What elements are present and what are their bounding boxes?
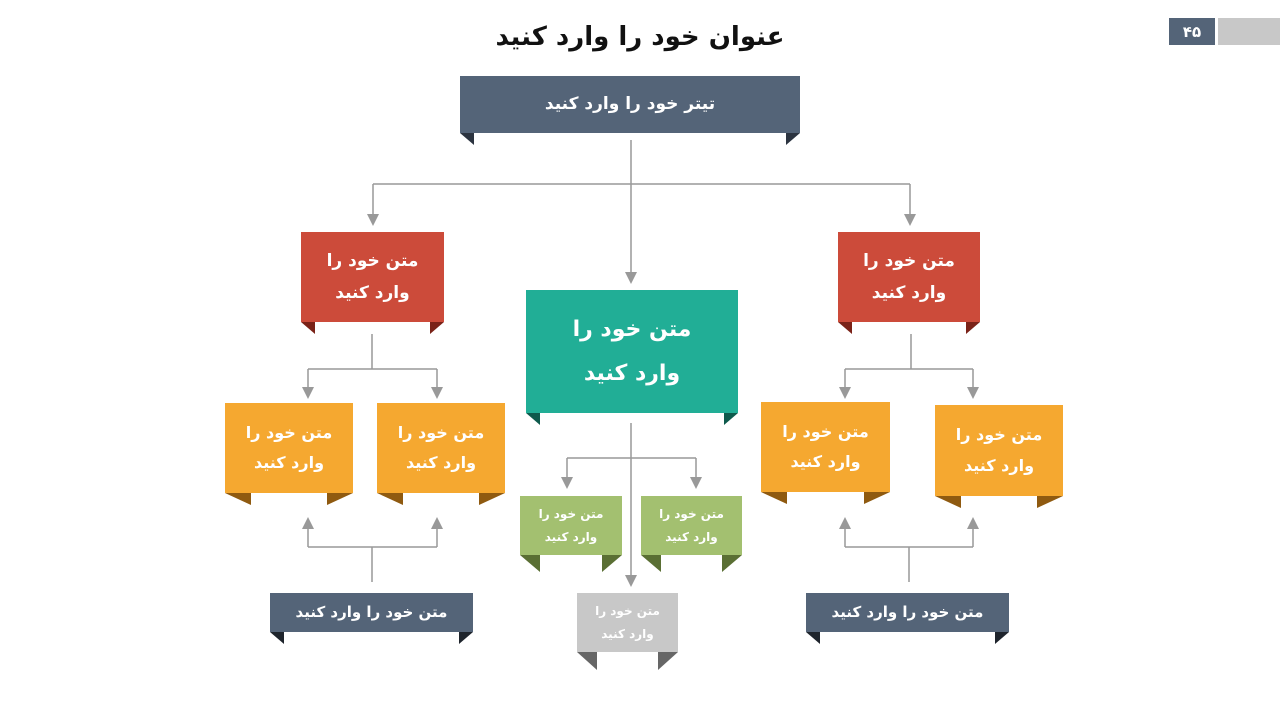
page-number: ۴۵	[1169, 18, 1215, 45]
box-text: متن خود را وارد کنید	[782, 421, 869, 471]
gray-box: متن خود را وارد کنید	[577, 593, 678, 670]
orange-box-3: متن خود را وارد کنید	[761, 402, 890, 504]
orange-box-2: متن خود را وارد کنید	[377, 403, 505, 505]
navy-box-right: متن خود را وارد کنید	[806, 593, 1009, 644]
box-text: متن خود را وارد کنید	[955, 425, 1043, 475]
box-text: متن خود را وارد کنید	[538, 506, 604, 544]
header-text: تیتر خود را وارد کنید	[544, 94, 716, 115]
box-text: متن خود را وارد کنید	[659, 506, 724, 544]
header-box: تیتر خود را وارد کنید	[460, 76, 800, 145]
green-box-2: متن خود را وارد کنید	[641, 496, 742, 572]
box-text: متن خود را وارد کنید	[572, 316, 692, 386]
slide-title: عنوان خود را وارد کنید	[495, 22, 785, 52]
box-text: متن خود را وارد کنید	[245, 422, 333, 472]
red-box-left: متن خود را وارد کنید	[301, 232, 444, 334]
orange-box-4: متن خود را وارد کنید	[935, 405, 1063, 508]
box-text: متن خود را وارد کنید	[595, 603, 660, 641]
navy-box-left: متن خود را وارد کنید	[270, 593, 473, 644]
box-text: متن خود را وارد کنید	[863, 250, 955, 303]
orange-box-1: متن خود را وارد کنید	[225, 403, 353, 505]
green-box-1: متن خود را وارد کنید	[520, 496, 622, 572]
center-box: متن خود را وارد کنید	[526, 290, 738, 425]
box-text: متن خود را وارد کنید	[326, 250, 419, 303]
red-box-right: متن خود را وارد کنید	[838, 232, 980, 334]
box-text: متن خود را وارد کنید	[295, 603, 448, 622]
box-text: متن خود را وارد کنید	[831, 603, 984, 622]
page-bar	[1218, 18, 1280, 45]
box-text: متن خود را وارد کنید	[397, 422, 485, 472]
